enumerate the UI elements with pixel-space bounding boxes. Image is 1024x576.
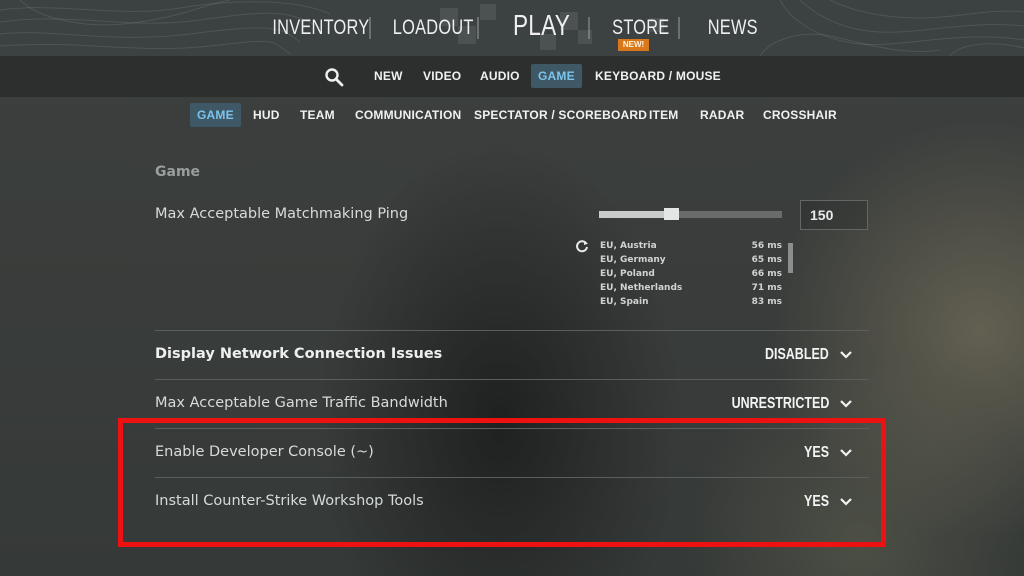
top-header: INVENTORY LOADOUT PLAY STORE NEW! NEWS [0, 0, 1024, 56]
nav-separator [477, 17, 479, 39]
workshop-tools-dropdown[interactable]: YES [797, 493, 853, 511]
pixel-decoration [560, 12, 578, 30]
server-name: EU, Spain [600, 297, 649, 307]
divider [155, 330, 869, 331]
highlight-annotation-box [118, 418, 886, 547]
server-name: EU, Poland [600, 269, 655, 279]
subtab-spectator-scoreboard[interactable]: SPECTATOR / SCOREBOARD [474, 108, 648, 122]
setting-label-developer-console: Enable Developer Console (~) [155, 444, 374, 460]
server-row: EU, Poland 66 ms [600, 267, 782, 281]
refresh-icon[interactable] [575, 239, 589, 253]
ping-slider[interactable] [599, 211, 782, 218]
tab-game[interactable]: GAME [531, 64, 582, 88]
dropdown-value: YES [804, 444, 829, 461]
pixel-decoration [578, 30, 592, 44]
server-ping: 65 ms [751, 255, 782, 265]
server-list-scrollbar[interactable] [788, 243, 793, 273]
server-ping-list: EU, Austria 56 ms EU, Germany 65 ms EU, … [600, 239, 782, 309]
setting-label-traffic-bandwidth: Max Acceptable Game Traffic Bandwidth [155, 395, 448, 411]
search-icon[interactable] [324, 67, 344, 87]
section-title: Game [155, 164, 201, 180]
chevron-down-icon [840, 498, 852, 506]
tab-new[interactable]: NEW [374, 69, 403, 83]
server-row: EU, Netherlands 71 ms [600, 281, 782, 295]
nav-separator [369, 17, 371, 39]
setting-label-workshop-tools: Install Counter-Strike Workshop Tools [155, 493, 424, 509]
main-nav: INVENTORY LOADOUT PLAY STORE NEW! NEWS [0, 0, 1024, 56]
main-nav-inventory[interactable]: INVENTORY [272, 16, 370, 39]
nav-separator [678, 17, 680, 39]
subtab-hud[interactable]: HUD [253, 108, 280, 122]
topographic-pattern-icon [0, 0, 1024, 56]
server-ping: 66 ms [751, 269, 782, 279]
server-row: EU, Austria 56 ms [600, 239, 782, 253]
main-nav-news[interactable]: NEWS [707, 16, 758, 39]
settings-tab-bar [0, 56, 1024, 97]
dropdown-value: YES [804, 493, 829, 510]
chevron-down-icon [840, 400, 852, 408]
pixel-decoration [650, 18, 664, 32]
pixel-decoration [480, 4, 496, 20]
server-ping: 83 ms [751, 297, 782, 307]
new-badge: NEW! [618, 39, 649, 51]
network-issues-dropdown[interactable]: DISABLED [747, 346, 853, 364]
server-name: EU, Austria [600, 241, 657, 251]
divider [155, 379, 869, 380]
chevron-down-icon [840, 351, 852, 359]
server-name: EU, Netherlands [600, 283, 683, 293]
subtab-item[interactable]: ITEM [649, 108, 679, 122]
subtab-communication[interactable]: COMMUNICATION [355, 108, 462, 122]
subtab-radar[interactable]: RADAR [700, 108, 745, 122]
chevron-down-icon [840, 449, 852, 457]
main-nav-store[interactable]: STORE [612, 16, 670, 39]
server-name: EU, Germany [600, 255, 666, 265]
ping-setting-label: Max Acceptable Matchmaking Ping [155, 206, 409, 222]
tab-audio[interactable]: AUDIO [480, 69, 520, 83]
main-nav-play[interactable]: PLAY [512, 10, 571, 42]
developer-console-dropdown[interactable]: YES [797, 444, 853, 462]
setting-label-network-issues: Display Network Connection Issues [155, 346, 443, 362]
pixel-decoration [440, 8, 458, 26]
server-ping: 71 ms [751, 283, 782, 293]
subtab-crosshair[interactable]: CROSSHAIR [763, 108, 837, 122]
divider [155, 477, 869, 478]
pixel-decoration [540, 34, 556, 50]
divider [155, 428, 869, 429]
server-row: EU, Germany 65 ms [600, 253, 782, 267]
dropdown-value: DISABLED [765, 346, 829, 363]
tab-keyboard-mouse[interactable]: KEYBOARD / MOUSE [595, 69, 721, 83]
main-nav-loadout[interactable]: LOADOUT [392, 16, 474, 39]
subtab-game[interactable]: GAME [190, 103, 241, 127]
nav-separator [588, 17, 590, 39]
ping-value-input[interactable]: 150 [800, 200, 868, 230]
slider-fill [599, 211, 669, 218]
server-row: EU, Spain 83 ms [600, 295, 782, 309]
pixel-decoration [458, 26, 476, 44]
server-ping: 56 ms [751, 241, 782, 251]
slider-handle[interactable] [664, 208, 679, 220]
subtab-team[interactable]: TEAM [300, 108, 335, 122]
traffic-bandwidth-dropdown[interactable]: UNRESTRICTED [704, 395, 853, 413]
tab-video[interactable]: VIDEO [423, 69, 462, 83]
dropdown-value: UNRESTRICTED [731, 395, 829, 412]
